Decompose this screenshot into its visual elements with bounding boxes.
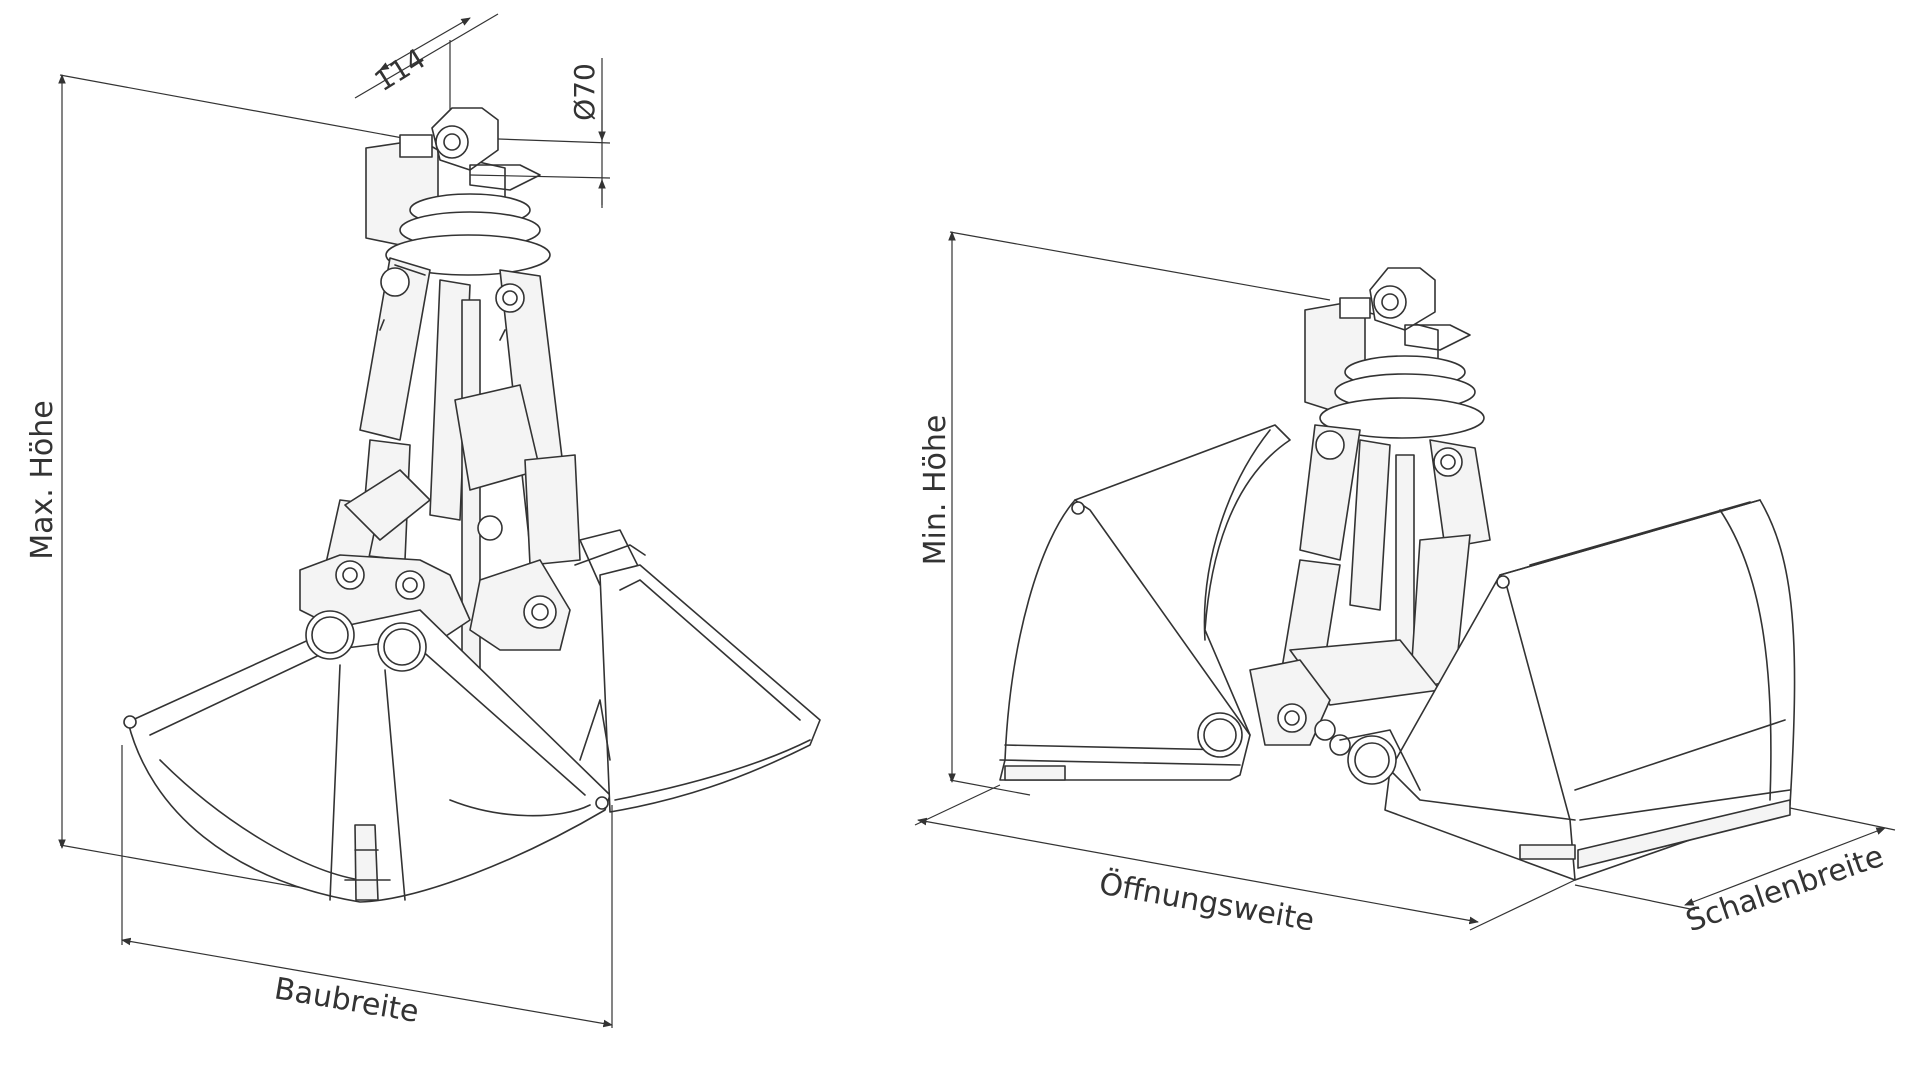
left-grab-shell <box>123 564 821 903</box>
dim-114-label: 114 <box>369 42 432 98</box>
open-left-shell <box>999 424 1291 781</box>
open-central-hub <box>1249 659 1351 756</box>
open-hydraulic-cylinders <box>1279 424 1491 706</box>
open-right-shell <box>1339 499 1796 881</box>
closed-grab-view: Max. Höhe 114 Ø70 <box>25 13 821 1030</box>
open-grab-view: Min. Höhe <box>914 231 1896 939</box>
shell-width-dimension <box>1574 807 1896 911</box>
max-height-label: Max. Höhe <box>25 400 60 559</box>
width-label: Baubreite <box>272 971 421 1030</box>
min-height-label: Min. Höhe <box>918 415 953 566</box>
rotator-head <box>365 107 551 276</box>
width-dimension <box>121 745 613 1028</box>
hydraulic-cylinders <box>319 257 581 681</box>
min-height-dimension <box>948 231 1331 796</box>
dim-d70-label: Ø70 <box>568 63 601 121</box>
opening-width-label: Öffnungsweite <box>1096 866 1316 939</box>
shell-width-label: Schalenbreite <box>1682 839 1889 939</box>
open-rotator-head <box>1304 267 1485 439</box>
opening-width-dimension <box>914 784 1576 931</box>
